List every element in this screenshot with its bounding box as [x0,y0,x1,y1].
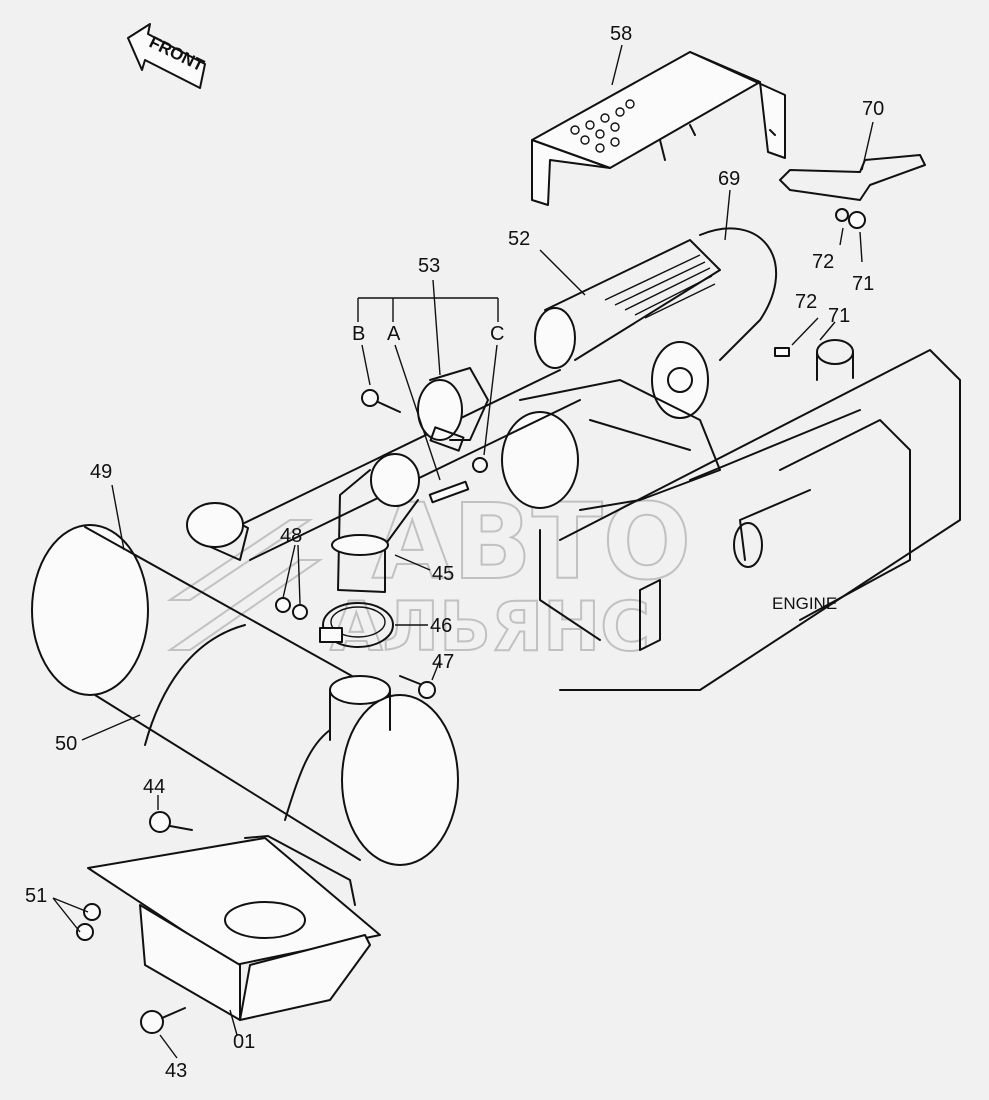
callout-a: A [387,323,401,345]
callout-72-lower: 72 [795,291,817,313]
callout-52: 52 [508,228,530,250]
nut-53c [472,457,488,473]
part-70-bracket [779,154,926,201]
part-53-clamp [417,367,489,452]
watermark: АВТО АЛЬЯНС [166,480,692,668]
callout-47: 47 [432,651,454,673]
callout-01: 01 [233,1031,255,1053]
callout-44: 44 [143,776,165,798]
callout-51: 51 [25,885,47,907]
callout-71-lower: 71 [828,305,850,327]
nut-51a [83,903,101,921]
bolt-53b [361,389,401,413]
callout-labels: 58 70 69 52 72 71 72 71 53 B A C 49 48 4… [25,23,884,1082]
leader-lines [52,44,874,1059]
callout-70: 70 [862,98,884,120]
callout-69: 69 [718,168,740,190]
callout-58: 58 [610,23,632,45]
nut-48a [275,597,291,613]
pin-53a [428,480,470,504]
bolt-43 [140,1007,186,1034]
callout-48: 48 [280,525,302,547]
callout-46: 46 [430,615,452,637]
part-52-flex-pipe [534,227,778,419]
callout-49: 49 [90,461,112,483]
engine-label: ENGINE [772,594,837,613]
callout-50: 50 [55,733,77,755]
callout-43: 43 [165,1060,187,1082]
nut-51b [76,923,94,941]
clip-72 [774,347,790,357]
callout-45: 45 [432,563,454,585]
bolt-44 [149,811,193,833]
nut-71 [848,211,866,229]
part-01-bracket [87,835,381,1021]
callout-c: C [490,323,504,345]
washer-72 [835,208,849,222]
nut-48b [292,604,308,620]
watermark-line2: АЛЬЯНС [330,588,650,667]
bolt-47 [399,675,436,699]
engine-block: ENGINE [539,339,961,691]
part-46-clamp-ring [319,602,394,648]
callout-b: B [352,323,365,345]
callout-53: 53 [418,255,440,277]
part-58-cover [531,51,786,206]
part-45-elbow [331,453,420,593]
part-49-muffler [31,502,459,866]
callout-72-upper: 72 [812,251,834,273]
turbo-elbow [501,379,721,511]
part-50-drain-tube [144,624,331,821]
hardware-bolts-nuts [76,208,866,1034]
front-arrow: FRONT [127,23,208,89]
callout-71-upper: 71 [852,273,874,295]
